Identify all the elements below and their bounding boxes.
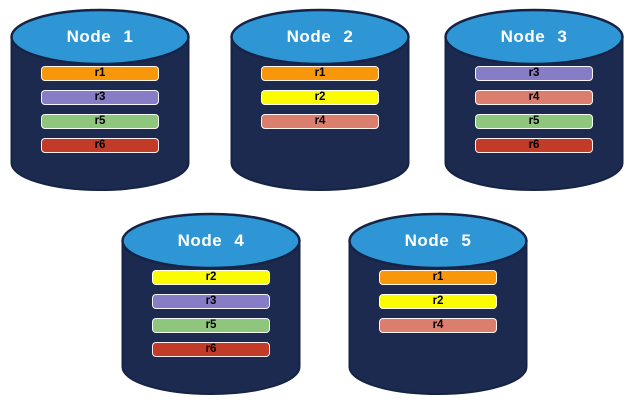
replica-bar: r1 — [261, 66, 379, 81]
database-node: Node 4 r2 r3 r5 r6 — [121, 212, 301, 396]
replica-bar: r1 — [41, 66, 159, 81]
database-node: Node 5 r1 r2 r4 — [348, 212, 528, 396]
database-node: Node 3 r3 r4 r5 r6 — [444, 8, 624, 192]
replica-bar: r5 — [475, 114, 593, 129]
replica-bar: r4 — [475, 90, 593, 105]
node-title: Node 3 — [500, 27, 568, 46]
replica-bar: r6 — [41, 138, 159, 153]
replica-bar: r5 — [41, 114, 159, 129]
cylinder-top — [348, 212, 528, 270]
replica-bar: r3 — [475, 66, 593, 81]
replica-bar: r3 — [152, 294, 270, 309]
replica-bar: r4 — [261, 114, 379, 129]
replica-bar: r4 — [379, 318, 497, 333]
node-title: Node 4 — [177, 231, 245, 250]
cylinder-top — [230, 8, 410, 66]
replica-bar: r2 — [379, 294, 497, 309]
cylinder-top — [10, 8, 190, 66]
database-node: Node 1 r1 r3 r5 r6 — [10, 8, 190, 192]
cylinder-top — [444, 8, 624, 66]
node-title: Node 5 — [404, 231, 472, 250]
replica-list: r1 r3 r5 r6 — [41, 66, 159, 153]
replica-bar: r3 — [41, 90, 159, 105]
replica-bar: r6 — [152, 342, 270, 357]
node-title: Node 2 — [286, 27, 354, 46]
replica-list: r3 r4 r5 r6 — [475, 66, 593, 153]
node-title: Node 1 — [66, 27, 134, 46]
cylinder-top — [121, 212, 301, 270]
replica-bar: r1 — [379, 270, 497, 285]
replica-bar: r2 — [261, 90, 379, 105]
replica-list: r1 r2 r4 — [379, 270, 497, 333]
replica-bar: r6 — [475, 138, 593, 153]
replica-bar: r5 — [152, 318, 270, 333]
replica-bar: r2 — [152, 270, 270, 285]
replica-list: r1 r2 r4 — [261, 66, 379, 129]
replica-list: r2 r3 r5 r6 — [152, 270, 270, 357]
database-node: Node 2 r1 r2 r4 — [230, 8, 410, 192]
